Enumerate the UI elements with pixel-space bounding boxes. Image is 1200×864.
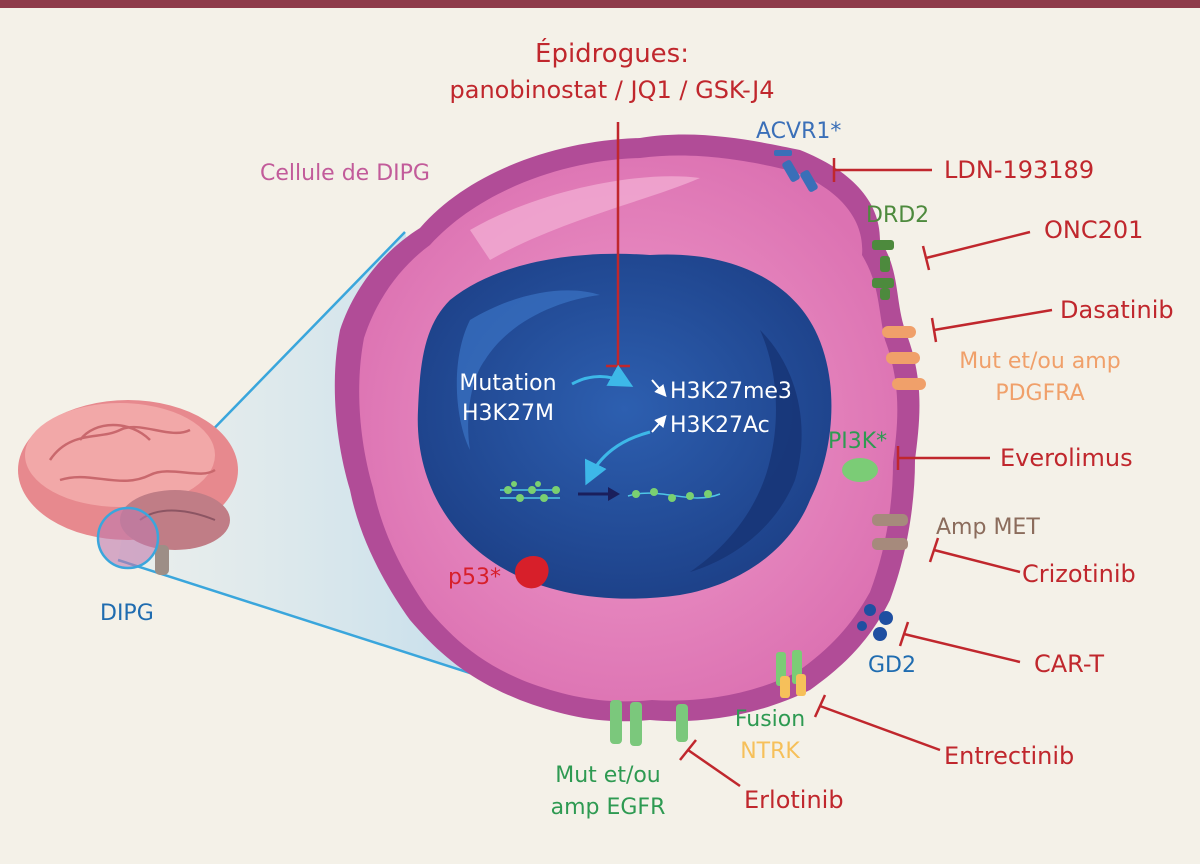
p53-label: p53* xyxy=(448,565,501,590)
chromatin-arrow-head xyxy=(608,487,620,501)
drug-cart-label: CAR-T xyxy=(1034,650,1104,678)
dasatinib-inhibit-line xyxy=(933,308,1053,332)
pdgfra-receptor xyxy=(882,326,926,390)
p53-blob xyxy=(515,555,549,589)
epidrug-title: Épidrogues: xyxy=(535,37,689,69)
pdgfra-label-line2: PDGFRA xyxy=(995,381,1084,406)
onc201-inhibit-line xyxy=(925,230,1031,260)
egfr-label-line1: Mut et/ou xyxy=(555,763,661,788)
cytoplasm-highlight xyxy=(470,176,700,260)
dipg-label: DIPG xyxy=(100,601,154,626)
drug-crizotinib-label: Crizotinib xyxy=(1022,560,1136,588)
dipg-marker-circle xyxy=(96,506,160,570)
feedback-arrow xyxy=(584,430,651,486)
up-arrow xyxy=(651,414,667,433)
gd2-label: GD2 xyxy=(868,653,916,678)
ntrk-label-line2: NTRK xyxy=(740,739,800,764)
ntrk-label-line1: Fusion xyxy=(735,707,805,732)
nucleus xyxy=(417,253,832,599)
dasatinib-inhibit-bar xyxy=(930,317,938,343)
nucleus-fold-right xyxy=(690,330,802,572)
crizotinib-inhibit-bar xyxy=(928,537,940,563)
brain-illustration xyxy=(18,400,238,575)
cart-inhibit-bar xyxy=(898,621,910,647)
pi3k-label: PI3K* xyxy=(828,429,887,454)
down-arrow xyxy=(651,379,667,398)
pdgfra-label-line1: Mut et/ou amp xyxy=(959,349,1120,374)
acvr1-receptor xyxy=(774,150,818,192)
egfr-label-line2: amp EGFR xyxy=(551,795,666,820)
drd2-receptor xyxy=(872,240,894,300)
drug-dasatinib-label: Dasatinib xyxy=(1060,296,1174,324)
nucleus-fold-left xyxy=(456,290,600,450)
drug-entrectinib-label: Entrectinib xyxy=(944,742,1074,770)
mutation-label-line2: H3K27M xyxy=(462,401,554,426)
onc201-inhibit-bar xyxy=(921,245,931,271)
erlotinib-inhibit-line xyxy=(687,748,741,788)
h3k27me3-label: H3K27me3 xyxy=(670,379,792,404)
egfr-receptor xyxy=(610,700,688,746)
drug-ldn-label: LDN-193189 xyxy=(944,156,1094,184)
drug-everolimus-label: Everolimus xyxy=(1000,444,1133,472)
entrectinib-inhibit-line xyxy=(819,704,941,752)
acvr1-label: ACVR1* xyxy=(756,119,841,144)
cart-inhibit-line xyxy=(903,632,1021,664)
chromatin-open xyxy=(627,488,721,502)
h3k27ac-label: H3K27Ac xyxy=(670,413,770,438)
met-label: Amp MET xyxy=(936,515,1040,540)
met-receptor xyxy=(872,514,908,550)
drug-erlotinib-label: Erlotinib xyxy=(744,786,844,814)
mutation-arrow xyxy=(571,364,634,387)
epidrug-list: panobinostat / JQ1 / GSK-J4 xyxy=(450,76,775,104)
ntrk-receptor xyxy=(776,650,806,698)
top-rule xyxy=(0,0,1200,8)
drug-onc201-label: ONC201 xyxy=(1044,216,1143,244)
erlotinib-inhibit-bar xyxy=(679,739,697,761)
crizotinib-inhibit-line xyxy=(933,548,1021,574)
drd2-label: DRD2 xyxy=(866,203,929,228)
cell-name-label: Cellule de DIPG xyxy=(260,161,430,186)
gd2-receptor xyxy=(857,604,893,641)
entrectinib-inhibit-bar xyxy=(813,694,827,718)
mutation-label-line1: Mutation xyxy=(459,371,556,396)
pi3k-blob xyxy=(842,458,878,482)
chromatin-condensed xyxy=(500,481,560,502)
